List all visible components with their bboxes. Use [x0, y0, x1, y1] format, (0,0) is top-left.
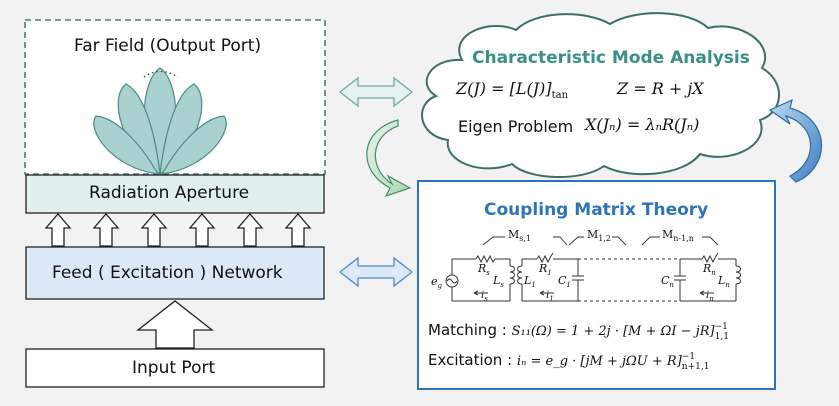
aperture-arrows	[44, 213, 312, 247]
rn-label: Rn	[703, 262, 716, 278]
radiation-aperture-box	[25, 174, 325, 214]
cn-label: Cn	[661, 274, 674, 290]
matching-row: Matching : S₁₁(Ω) = 1 + 2j · [M + ΩI − j…	[428, 321, 729, 342]
cma-eigen-eq: X(Jₙ) = λₙR(Jₙ)	[585, 115, 700, 134]
in-label: in	[706, 290, 714, 303]
coupling-label-n1n: Mn-1,n	[662, 228, 694, 244]
input-arrow	[136, 300, 214, 349]
l1-label: L1	[524, 274, 536, 290]
matching-label: Matching :	[428, 321, 507, 339]
feed-network-box	[25, 246, 325, 300]
c1-label: C1	[558, 274, 571, 290]
excitation-label: Excitation :	[428, 351, 513, 369]
curved-arrow-green	[366, 119, 412, 198]
lobe-left-outer	[93, 115, 160, 175]
source-label: eg	[431, 275, 442, 291]
input-port-label: Input Port	[132, 358, 216, 378]
dotted-arc	[143, 70, 179, 78]
feed-network-label: Feed ( Excitation ) Network	[52, 263, 283, 283]
cma-title: Characteristic Mode Analysis	[472, 48, 750, 68]
is-label: is	[481, 290, 488, 303]
radiation-aperture-label: Radiation Aperture	[89, 183, 250, 203]
coupling-label-s1: Ms,1	[508, 228, 532, 244]
lobe-right-outer	[160, 115, 227, 175]
cmt-box	[417, 180, 776, 390]
ln-label: Ln	[718, 274, 730, 290]
ls-label: Ls	[493, 274, 504, 290]
double-arrow-top	[338, 76, 414, 108]
cma-eq1: Z(J) = [L(J)]tan	[456, 79, 569, 102]
coupling-label-12: M1,2	[587, 228, 611, 244]
radiation-lobes	[93, 67, 227, 176]
cma-eigen-label: Eigen Problem	[458, 117, 574, 136]
input-port-box	[25, 348, 325, 388]
cmt-title: Coupling Matrix Theory	[484, 200, 709, 220]
rs-label: Rs	[478, 262, 490, 278]
cma-eq2: Z = R + jX	[617, 79, 704, 98]
circuit	[445, 252, 741, 302]
coupling-brackets	[482, 236, 719, 246]
i1-label: i1	[546, 290, 554, 303]
curved-arrow-blue	[768, 98, 823, 183]
cma-cloud	[421, 12, 780, 179]
r1-label: R1	[539, 262, 552, 278]
double-arrow-bottom	[338, 256, 414, 288]
excitation-row: Excitation : iₙ = e_g · [jM + jΩU + R]−1…	[428, 351, 709, 372]
far-field-label: Far Field (Output Port)	[74, 36, 262, 56]
